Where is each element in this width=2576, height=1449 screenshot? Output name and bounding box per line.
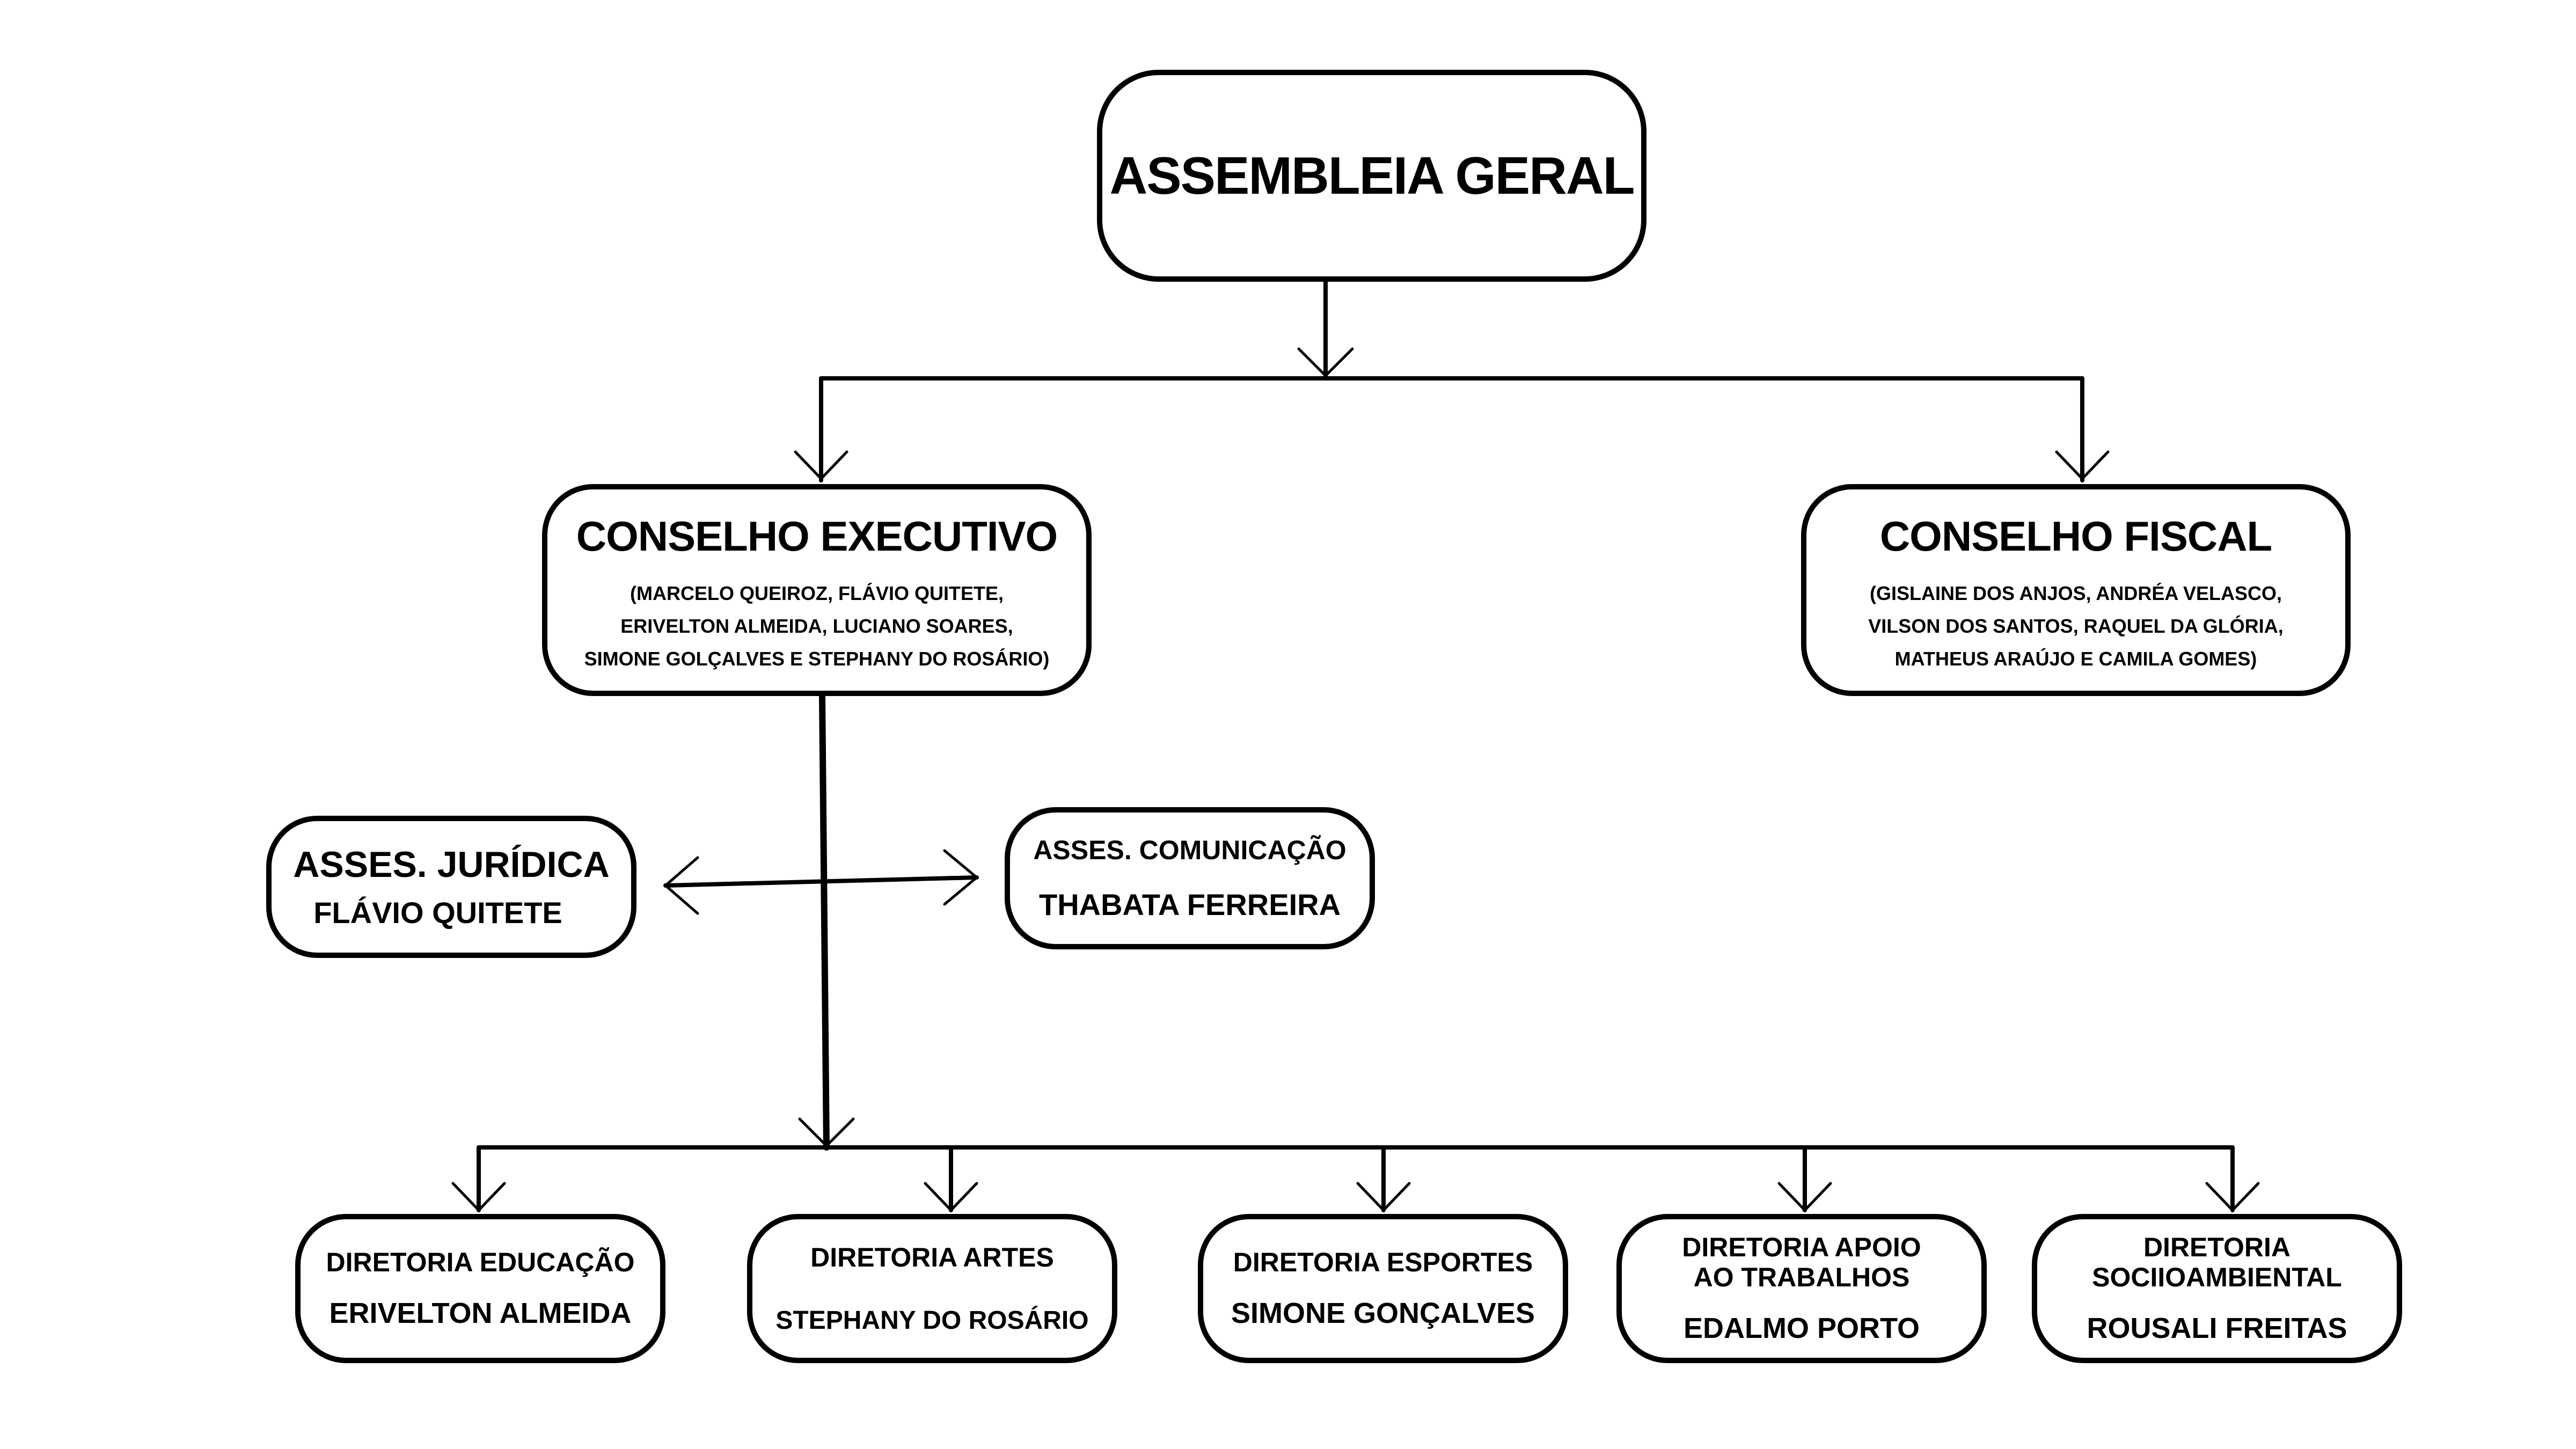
connector-line — [819, 693, 830, 1151]
diretoria-title: DIRETORIA EDUCAÇÃO — [326, 1247, 635, 1277]
assessoria-comunicacao-name: THABATA FERREIRA — [1038, 888, 1341, 921]
diretoria-title: DIRETORIA ARTES — [810, 1242, 1054, 1272]
arrowhead-icon — [451, 1182, 506, 1212]
conselho-executivo-box: CONSELHO EXECUTIVO (MARCELO QUEIROZ, FLÁ… — [542, 484, 1092, 696]
assessoria-juridica-box: ASSES. JURÍDICA FLÁVIO QUITETE — [266, 816, 636, 958]
diretoria-name: SIMONE GONÇALVES — [1231, 1297, 1535, 1329]
assembleia-geral-title: ASSEMBLEIA GERAL — [1109, 146, 1635, 205]
diretoria-socioambiental-box: DIRETORIA SOCIIOAMBIENTAL ROUSALI FREITA… — [2032, 1214, 2402, 1363]
assessoria-juridica-name: FLÁVIO QUITETE — [313, 896, 562, 930]
diretoria-esportes-box: DIRETORIA ESPORTES SIMONE GONÇALVES — [1198, 1214, 1568, 1363]
assessoria-comunicacao-title: ASSES. COMUNICAÇÃO — [1033, 835, 1346, 865]
diretoria-name: EDALMO PORTO — [1683, 1312, 1920, 1344]
diretoria-apoio-trabalhos-box: DIRETORIA APOIO AO TRABALHOS EDALMO PORT… — [1616, 1214, 1987, 1363]
arrowhead-icon — [924, 1182, 978, 1212]
diretoria-artes-box: DIRETORIA ARTES STEPHANY DO ROSÁRIO — [747, 1214, 1117, 1363]
arrowhead-icon — [794, 450, 848, 480]
diretoria-title: DIRETORIA SOCIIOAMBIENTAL — [2092, 1232, 2342, 1292]
connector-line — [663, 875, 979, 888]
diretoria-educacao-box: DIRETORIA EDUCAÇÃO ERIVELTON ALMEIDA — [295, 1214, 665, 1363]
diretoria-name: STEPHANY DO ROSÁRIO — [775, 1306, 1089, 1335]
diretoria-name: ERIVELTON ALMEIDA — [329, 1297, 632, 1329]
arrowhead-icon — [943, 849, 978, 906]
arrowhead-icon — [664, 856, 699, 915]
conselho-fiscal-title: CONSELHO FISCAL — [1879, 513, 2272, 560]
diretoria-title: DIRETORIA APOIO AO TRABALHOS — [1682, 1232, 1921, 1292]
arrowhead-icon — [1297, 347, 1354, 377]
conselho-fiscal-box: CONSELHO FISCAL (GISLAINE DOS ANJOS, AND… — [1801, 484, 2351, 696]
arrowhead-icon — [798, 1117, 855, 1147]
arrowhead-icon — [2055, 450, 2110, 480]
assessoria-juridica-title: ASSES. JURÍDICA — [293, 844, 610, 885]
assembleia-geral-box: ASSEMBLEIA GERAL — [1097, 70, 1646, 282]
conselho-executivo-title: CONSELHO EXECUTIVO — [576, 513, 1058, 560]
diretoria-name: ROUSALI FREITAS — [2087, 1312, 2347, 1344]
conselho-fiscal-members: (GISLAINE DOS ANJOS, ANDRÉA VELASCO, VIL… — [1868, 582, 2284, 670]
arrowhead-icon — [1356, 1182, 1411, 1212]
arrowhead-icon — [2205, 1182, 2260, 1212]
diretoria-title: DIRETORIA ESPORTES — [1233, 1247, 1533, 1277]
assessoria-comunicacao-box: ASSES. COMUNICAÇÃO THABATA FERREIRA — [1005, 807, 1375, 949]
conselho-executivo-members: (MARCELO QUEIROZ, FLÁVIO QUITETE, ERIVEL… — [584, 582, 1050, 670]
arrowhead-icon — [1777, 1182, 1832, 1212]
